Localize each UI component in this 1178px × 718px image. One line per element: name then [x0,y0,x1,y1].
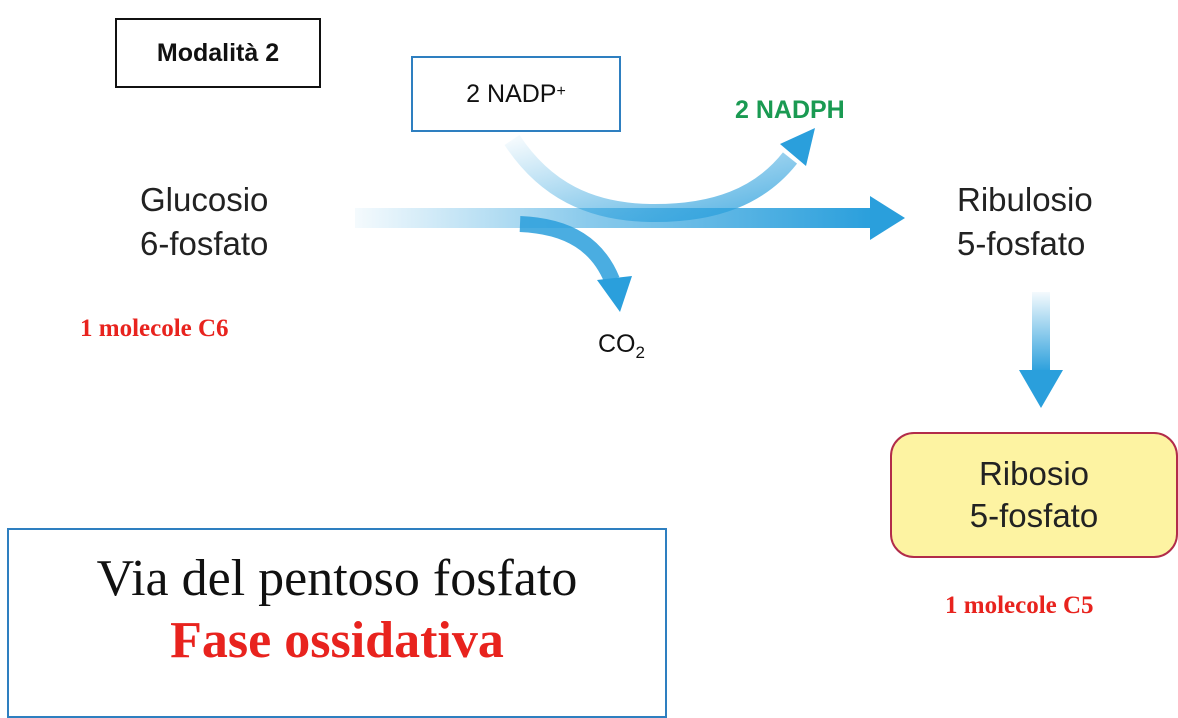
nadph-label: 2 NADPH [735,96,845,124]
substrate-count: 1 molecole C6 [80,315,229,342]
substrate-line2: 6-fosfato [140,225,269,262]
pathway-arrows [355,128,1063,408]
product-count: 1 molecole C5 [945,592,1094,619]
product-box: Ribosio 5-fosfato [890,432,1178,558]
substrate-name: Glucosio 6-fosfato [140,178,268,266]
product-line2: 5-fosfato [969,497,1099,534]
intermediate-line2: 5-fosfato [957,225,1086,262]
pathway-box: Via del pentoso fosfato Fase ossidativa [7,528,667,718]
pathway-title: Via del pentoso fosfato [96,550,578,607]
pathway-phase: Fase ossidativa [170,612,504,669]
mode-label: Modalità 2 [115,18,321,88]
co2-label: CO2 [598,330,645,363]
nadph-arrow [504,128,815,223]
co2-text: CO [598,330,636,358]
down-arrow [1019,292,1063,408]
nadp-superscript: + [556,83,566,100]
product-line1: Ribosio [978,455,1090,492]
nadp-text: 2 NADP [466,79,557,108]
nadp-box: 2 NADP+ [411,56,621,132]
co2-subscript: 2 [635,343,645,362]
substrate-line1: Glucosio [140,181,269,218]
intermediate-line1: Ribulosio [957,181,1093,218]
intermediate-name: Ribulosio 5-fosfato [957,178,1093,266]
co2-arrow [519,216,632,312]
